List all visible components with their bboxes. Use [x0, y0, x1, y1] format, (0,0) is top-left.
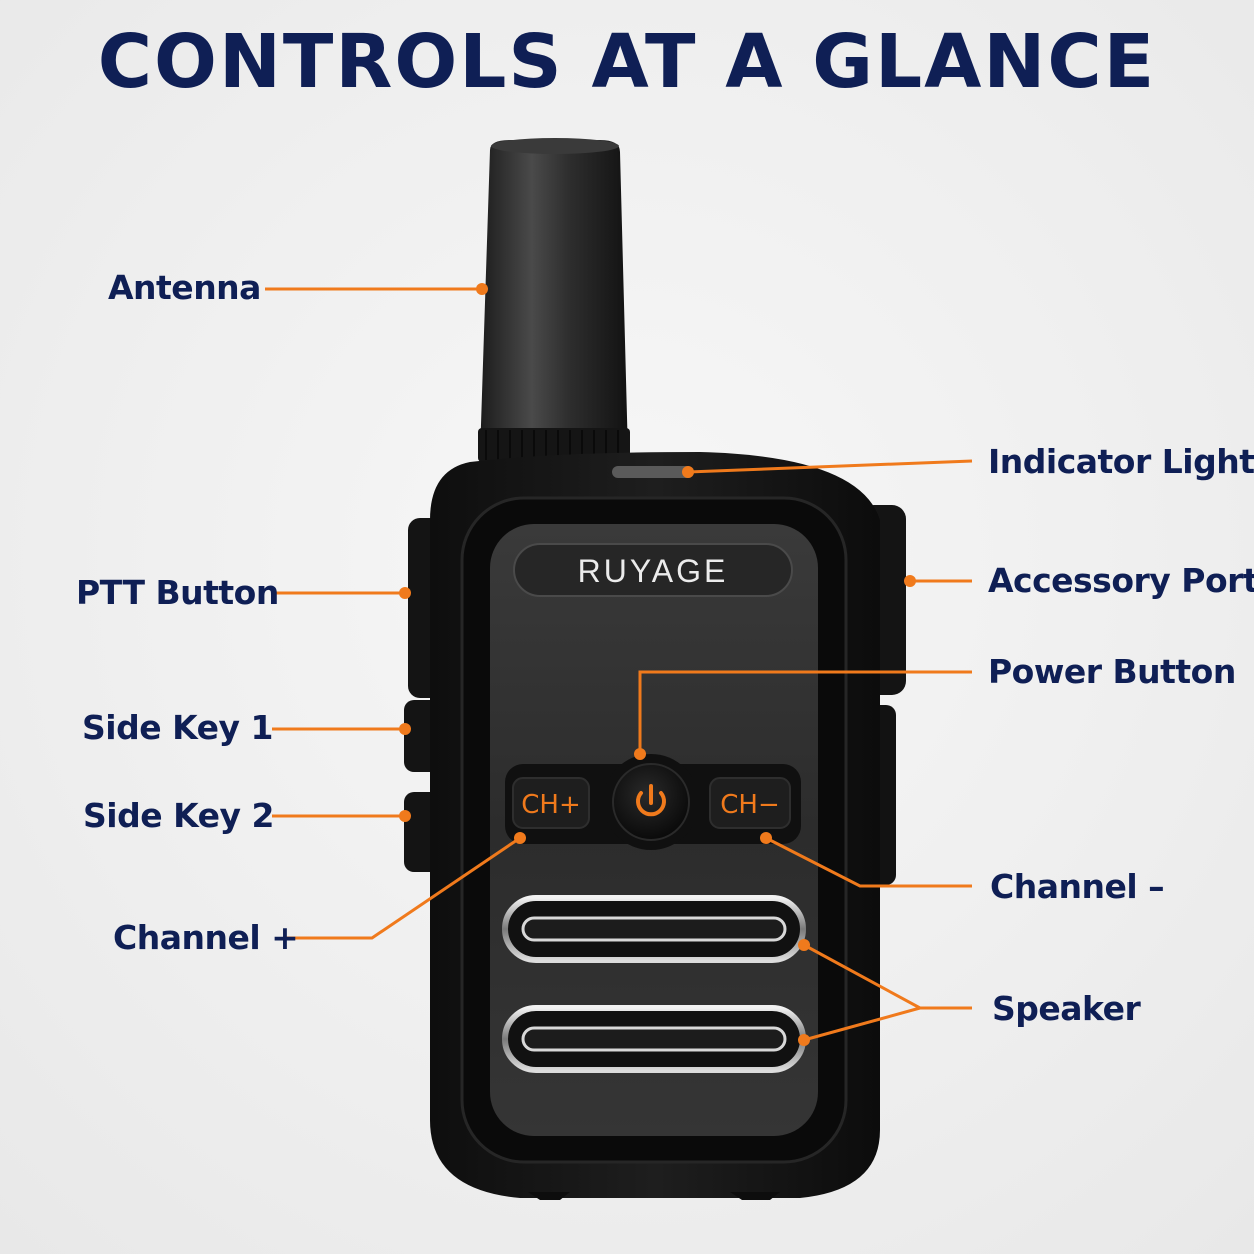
label-accessory-port: Accessory Port [988, 561, 1254, 600]
label-power-button: Power Button [988, 652, 1236, 691]
label-indicator-light: Indicator Light [988, 442, 1254, 481]
label-channel-plus: Channel + [113, 918, 299, 957]
brand-badge [513, 543, 793, 597]
power-icon [636, 784, 666, 817]
callout-power [638, 670, 972, 754]
indicator-light [612, 466, 694, 478]
ch-plus-button[interactable]: CH+ [512, 777, 590, 829]
label-speaker: Speaker [992, 989, 1141, 1028]
brand-logo: RUYAGE [578, 553, 729, 589]
label-side-key-2: Side Key 2 [83, 796, 274, 835]
callout-indicator [687, 459, 973, 474]
callout-lines [265, 287, 973, 1042]
page-title: CONTROLS AT A GLANCE [97, 19, 1157, 105]
callout-chminus [765, 836, 972, 888]
antenna [478, 138, 630, 462]
callout-dots [399, 283, 916, 1046]
label-ptt-button: PTT Button [76, 573, 279, 612]
ch-plus-label: CH+ [521, 790, 581, 820]
callout-speaker-2 [803, 1006, 921, 1042]
callout-chplus [283, 836, 521, 940]
ch-minus-button[interactable]: CH− [709, 777, 791, 829]
label-side-key-1: Side Key 1 [82, 708, 273, 747]
power-button[interactable] [612, 763, 690, 841]
ch-minus-label: CH− [720, 790, 780, 820]
label-antenna: Antenna [108, 268, 261, 307]
label-channel-minus: Channel – [990, 867, 1165, 906]
speaker-grille [502, 895, 806, 1073]
